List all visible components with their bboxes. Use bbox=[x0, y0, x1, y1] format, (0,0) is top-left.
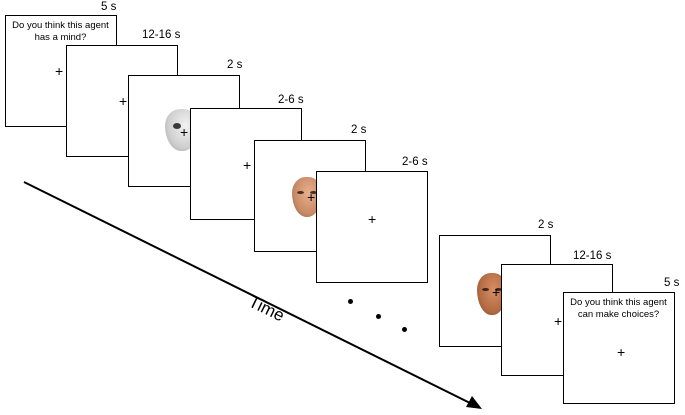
duration-label: 5 s bbox=[101, 1, 117, 13]
fixation-cross: + bbox=[307, 189, 316, 205]
fixation-screen: + bbox=[316, 171, 428, 283]
duration-label: 2-6 s bbox=[278, 94, 304, 106]
duration-label: 2 s bbox=[351, 124, 367, 136]
question-line: can make choices? bbox=[577, 309, 660, 320]
question-line: has a mind? bbox=[34, 32, 87, 43]
duration-label: 12-16 s bbox=[142, 29, 181, 41]
fixation-cross: + bbox=[554, 313, 563, 329]
ellipsis-dot bbox=[376, 314, 381, 319]
fixation-cross: + bbox=[368, 211, 377, 227]
fixation-cross: + bbox=[180, 124, 189, 140]
question-line: Do you think this agent bbox=[12, 20, 109, 31]
fixation-cross: + bbox=[55, 63, 64, 79]
fixation-cross: + bbox=[119, 93, 128, 109]
fixation-cross: + bbox=[617, 344, 626, 360]
fixation-cross: + bbox=[243, 157, 252, 173]
fixation-cross: + bbox=[492, 284, 501, 300]
ellipsis-dot bbox=[402, 327, 407, 332]
question-line: Do you think this agent bbox=[570, 297, 667, 308]
duration-label: 12-16 s bbox=[573, 250, 612, 262]
duration-label: 2-6 s bbox=[402, 156, 428, 168]
ellipsis-dot bbox=[348, 299, 353, 304]
duration-label: 5 s bbox=[664, 277, 680, 289]
duration-label: 2 s bbox=[227, 59, 243, 71]
duration-label: 2 s bbox=[538, 219, 554, 231]
question-screen: Do you think this agent can make choices… bbox=[563, 292, 675, 404]
